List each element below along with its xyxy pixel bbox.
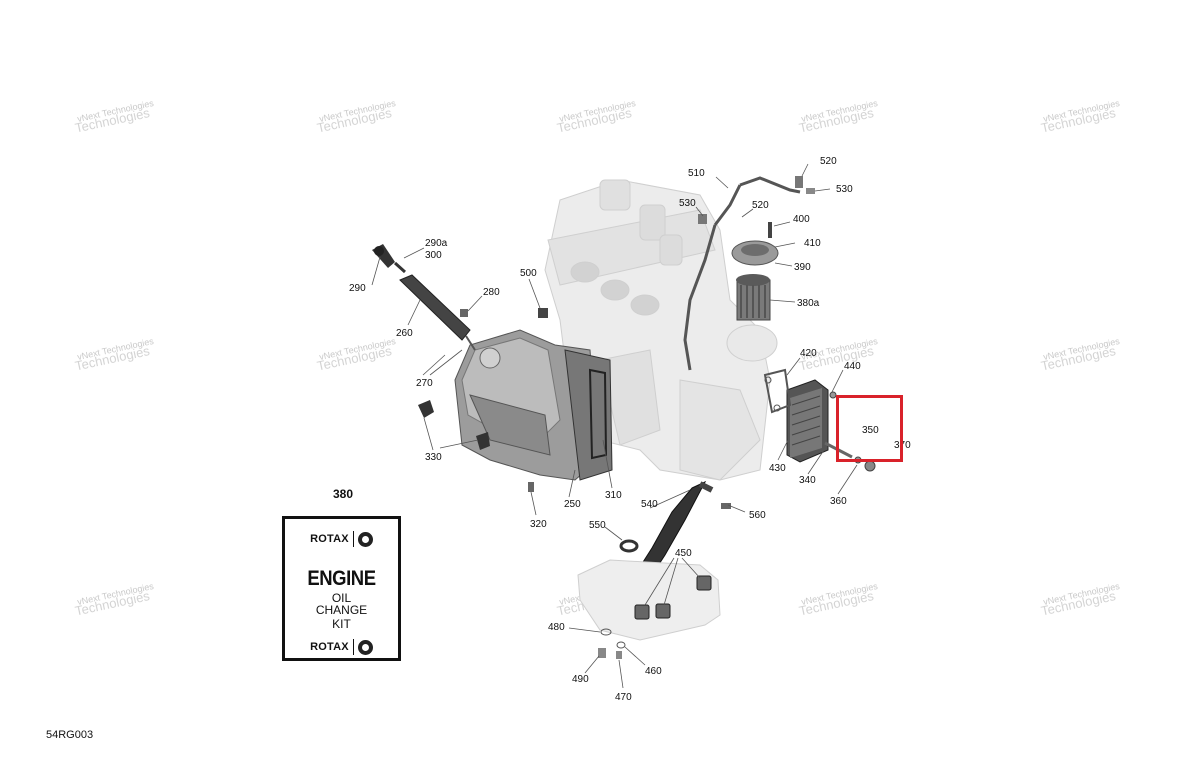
callout-500: 500: [520, 268, 537, 279]
brand-label: ROTAX: [310, 641, 349, 653]
callout-300: 300: [425, 250, 442, 261]
callout-490: 490: [572, 674, 589, 685]
callout-310: 310: [605, 490, 622, 501]
diagram-code: 54RG003: [46, 729, 94, 741]
callout-540: 540: [641, 499, 658, 510]
divider: [352, 531, 354, 547]
rotax-logo-icon: [357, 639, 373, 655]
kit-caption: 380: [333, 487, 354, 501]
oil-pan: [577, 559, 721, 659]
callout-530: 530: [679, 198, 696, 209]
callout-350: 350: [862, 425, 879, 436]
callout-280: 280: [483, 287, 500, 298]
callout-520: 520: [820, 156, 837, 167]
drain-plugs: [418, 400, 534, 492]
rotax-brand-bottom: ROTAX: [285, 639, 398, 655]
callout-510: 510: [688, 168, 705, 179]
callout-labels: 510 520 530 530 520 400 410 390 380a 500…: [349, 156, 911, 703]
kit-title: ENGINE: [307, 567, 376, 590]
callout-450: 450: [675, 548, 692, 559]
banjo-bolt: [795, 176, 803, 188]
oil-line: [683, 176, 801, 371]
callout-360: 360: [830, 496, 847, 507]
callout-560: 560: [749, 510, 766, 521]
oil-filter-parts: [726, 222, 779, 362]
rotax-logo-icon: [357, 531, 373, 547]
banjo-bolt: [698, 214, 707, 224]
kit-line-oil: OIL: [331, 591, 352, 605]
callout-340: 340: [799, 475, 816, 486]
leader-lines: [371, 163, 858, 689]
oil-cooler: [763, 368, 876, 472]
callout-430: 430: [769, 463, 786, 474]
callout-320: 320: [530, 519, 547, 530]
callout-270: 270: [416, 378, 433, 389]
callout-470: 470: [615, 692, 632, 703]
rotax-brand-top: ROTAX: [285, 531, 398, 547]
kit-line-kit: KIT: [332, 617, 351, 631]
oil-tank: [454, 329, 613, 481]
divider: [352, 639, 354, 655]
selection-highlight[interactable]: [836, 395, 903, 462]
callout-460: 460: [645, 666, 662, 677]
kit-line-change: CHANGE: [315, 603, 368, 617]
callout-250: 250: [564, 499, 581, 510]
callout-390: 390: [794, 262, 811, 273]
callout-440: 440: [844, 361, 861, 372]
callout-330: 330: [425, 452, 442, 463]
callout-380a: 380a: [797, 298, 820, 309]
callout-290: 290: [349, 283, 366, 294]
dipstick-tube: [372, 244, 548, 351]
oil-change-kit-box[interactable]: ROTAX ENGINE OIL CHANGE KIT ROTAX: [282, 516, 401, 661]
callout-290a: 290a: [425, 238, 448, 249]
callout-550: 550: [589, 520, 606, 531]
callout-420: 420: [800, 348, 817, 359]
callout-480: 480: [548, 622, 565, 633]
callout-260: 260: [396, 328, 413, 339]
brand-label: ROTAX: [310, 533, 349, 545]
callout-530: 530: [836, 184, 853, 195]
callout-520: 520: [752, 200, 769, 211]
washer: [806, 188, 815, 194]
callout-410: 410: [804, 238, 821, 249]
callout-400: 400: [793, 214, 810, 225]
